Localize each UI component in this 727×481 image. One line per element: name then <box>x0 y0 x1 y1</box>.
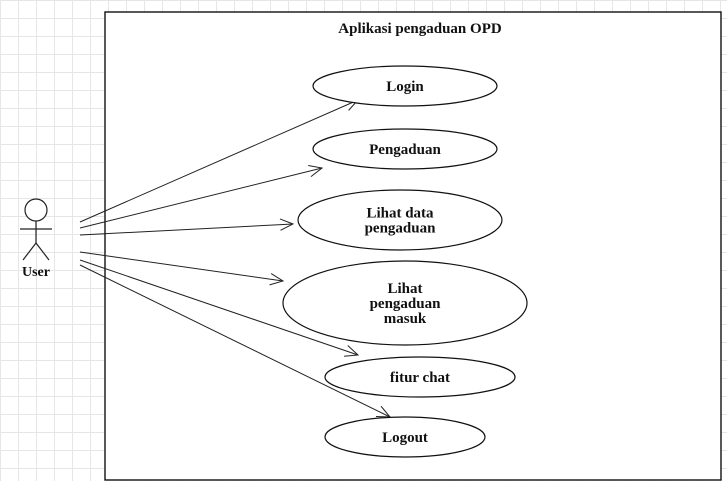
arrowhead-icon <box>269 273 285 286</box>
use-case-label-line: pengaduan <box>365 221 437 237</box>
use-case-pengaduan[interactable]: Pengaduan <box>312 128 498 170</box>
use-case-logout[interactable]: Logout <box>324 416 486 458</box>
use-case-label-line: Pengaduan <box>369 142 441 158</box>
use-case-label-line: fitur chat <box>390 370 450 386</box>
association-line <box>79 165 324 229</box>
association-line <box>79 251 285 286</box>
arrowhead-icon <box>308 165 324 178</box>
arrowhead-icon <box>344 345 360 357</box>
use-case-label-line: pengaduan <box>370 296 442 312</box>
use-case-label-line: masuk <box>384 311 427 327</box>
use-case-label-line: Lihat data <box>366 206 434 222</box>
actor-user[interactable]: User <box>20 198 52 280</box>
arrowhead-icon <box>279 218 295 231</box>
use-case-fitur-chat[interactable]: fitur chat <box>324 356 516 398</box>
association-line <box>79 218 295 236</box>
use-case-label-line: Logout <box>382 430 428 446</box>
use-case-ellipse <box>282 260 528 346</box>
stick-figure-actor-icon <box>20 198 52 261</box>
use-case-login[interactable]: Login <box>312 65 498 107</box>
association-line <box>79 259 360 357</box>
use-case-ellipse <box>297 189 503 251</box>
associations <box>79 99 392 418</box>
use-case-ellipse <box>312 65 498 107</box>
use-case-ellipse <box>324 356 516 398</box>
use-case-label-line: Lihat <box>387 281 422 297</box>
use-case-ellipse <box>312 128 498 170</box>
use-case-ellipse <box>324 416 486 458</box>
actor-label: User <box>22 265 50 280</box>
system-title: Aplikasi pengaduan OPD <box>338 21 502 37</box>
use-case-label-line: Login <box>386 79 424 95</box>
